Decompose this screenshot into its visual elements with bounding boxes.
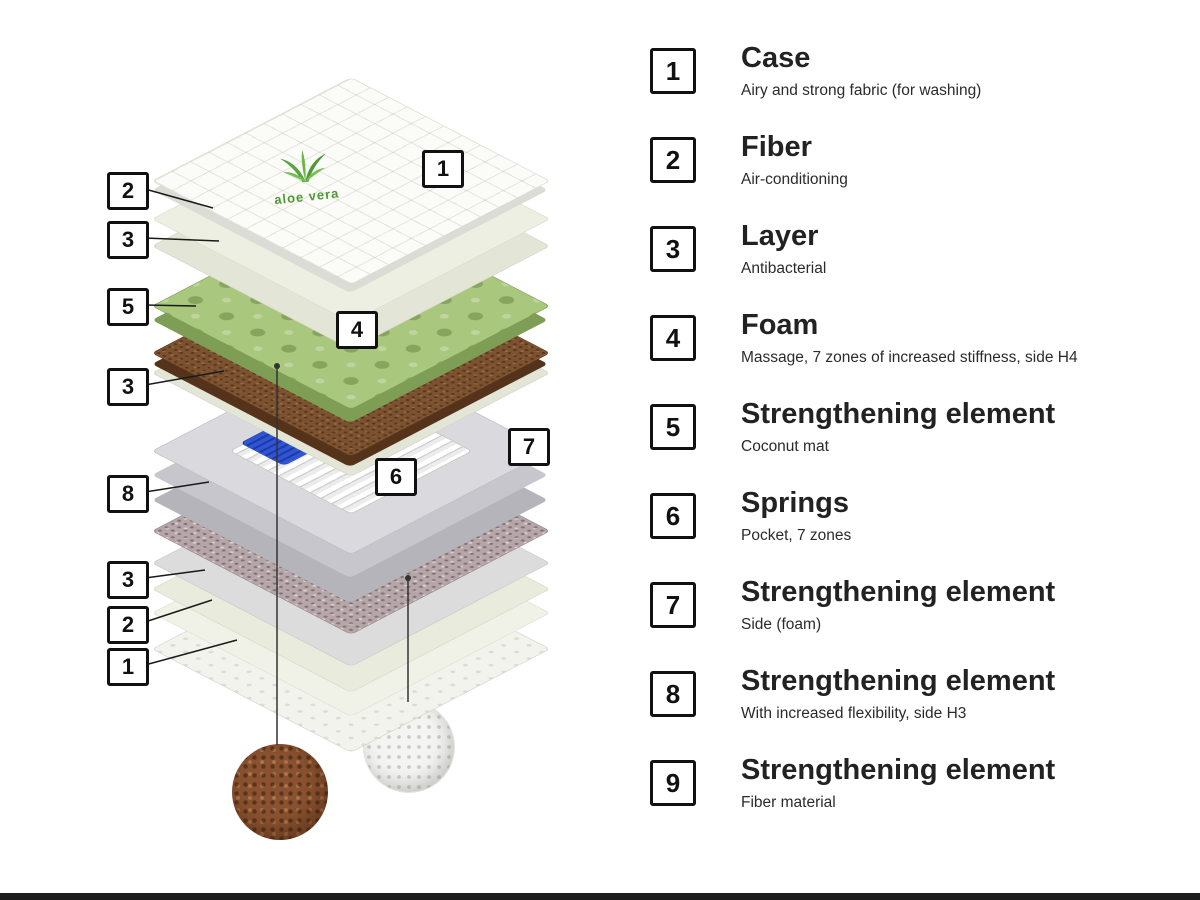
label-box-layer-mid: 3 xyxy=(107,368,149,406)
label-box-foam: 4 xyxy=(336,311,378,349)
legend-row-side-foam: 7 Strengthening element Side (foam) xyxy=(650,576,1190,636)
legend-desc-6: Pocket, 7 zones xyxy=(741,527,852,545)
legend-desc-1: Airy and strong fabric (for washing) xyxy=(741,82,982,100)
mattress-diagram: aloe vera 2 3 5 3 8 3 2 1 1 4 6 xyxy=(107,77,551,840)
legend-num-5: 5 xyxy=(650,404,696,450)
legend-desc-9: Fiber material xyxy=(741,794,836,812)
aloe-plant-icon xyxy=(279,150,326,183)
legend-title-2: Fiber xyxy=(741,131,812,163)
legend-desc-4: Massage, 7 zones of increased stiffness,… xyxy=(741,349,1078,367)
legend-row-case: 1 Case Airy and strong fabric (for washi… xyxy=(650,42,1190,102)
bottom-bar xyxy=(0,893,1200,900)
legend-title-4: Foam xyxy=(741,309,819,341)
legend-row-fiber-element: 9 Strengthening element Fiber material xyxy=(650,754,1190,814)
legend-desc-3: Antibacterial xyxy=(741,260,827,278)
legend-title-7: Strengthening element xyxy=(741,576,1056,608)
legend-num-1: 1 xyxy=(650,48,696,94)
coconut-sample-circle xyxy=(232,744,328,840)
label-box-fiber-top: 2 xyxy=(107,172,149,210)
label-box-springs: 6 xyxy=(375,458,417,496)
label-box-flex-element: 8 xyxy=(107,475,149,513)
legend-num-8: 8 xyxy=(650,671,696,717)
legend-num-3: 3 xyxy=(650,226,696,272)
legend-row-fiber: 2 Fiber Air-conditioning xyxy=(650,131,1190,191)
label-box-side: 7 xyxy=(508,428,550,466)
legend-desc-5: Coconut mat xyxy=(741,438,829,456)
legend-desc-8: With increased flexibility, side H3 xyxy=(741,705,967,723)
label-box-layer-bottom: 3 xyxy=(107,561,149,599)
aloe-vera-print: aloe vera xyxy=(269,147,340,207)
label-box-coconut: 5 xyxy=(107,288,149,326)
legend-num-2: 2 xyxy=(650,137,696,183)
legend-row-layer: 3 Layer Antibacterial xyxy=(650,220,1190,280)
legend-row-flex-element: 8 Strengthening element With increased f… xyxy=(650,665,1190,725)
legend-title-1: Case xyxy=(741,42,811,74)
legend-row-coconut: 5 Strengthening element Coconut mat xyxy=(650,398,1190,458)
legend-row-foam: 4 Foam Massage, 7 zones of increased sti… xyxy=(650,309,1190,369)
legend-num-6: 6 xyxy=(650,493,696,539)
legend-title-6: Springs xyxy=(741,487,849,519)
label-box-layer-top: 3 xyxy=(107,221,149,259)
legend-title-5: Strengthening element xyxy=(741,398,1056,430)
legend-title-3: Layer xyxy=(741,220,819,252)
legend-row-springs: 6 Springs Pocket, 7 zones xyxy=(650,487,1190,547)
legend-num-4: 4 xyxy=(650,315,696,361)
label-box-case-bottom: 1 xyxy=(107,648,149,686)
legend-desc-7: Side (foam) xyxy=(741,616,822,634)
legend-desc-2: Air-conditioning xyxy=(741,171,848,189)
label-box-case: 1 xyxy=(422,150,464,188)
legend: 1 Case Airy and strong fabric (for washi… xyxy=(650,42,1190,843)
legend-title-8: Strengthening element xyxy=(741,665,1056,697)
legend-title-9: Strengthening element xyxy=(741,754,1056,786)
legend-num-7: 7 xyxy=(650,582,696,628)
label-box-fiber-bottom: 2 xyxy=(107,606,149,644)
legend-num-9: 9 xyxy=(650,760,696,806)
